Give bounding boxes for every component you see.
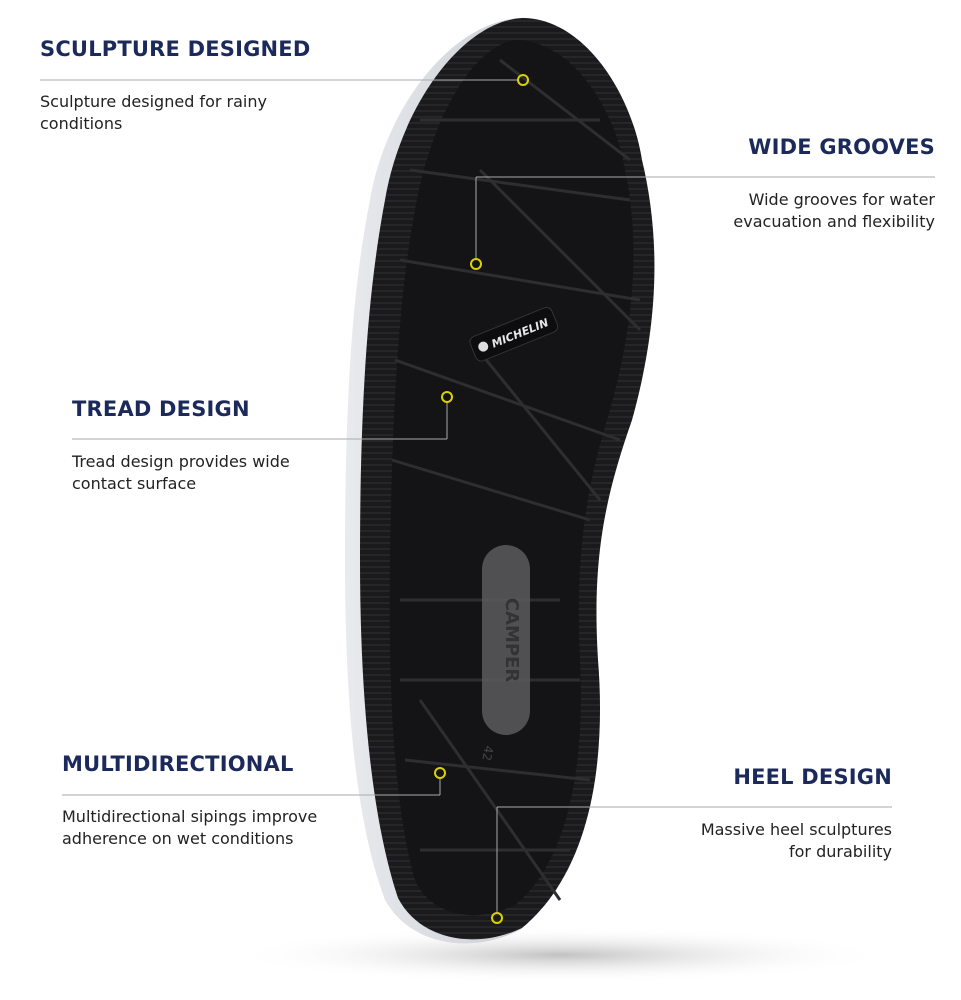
tread-center: [389, 40, 634, 916]
size-marking: 42: [479, 744, 495, 761]
marker-tread-icon[interactable]: [441, 391, 453, 403]
callout-heel: HEEL DESIGN Massive heel sculptures for …: [701, 765, 892, 863]
drop-shadow: [230, 927, 890, 983]
callout-description: Wide grooves for water evacuation and fl…: [733, 190, 935, 231]
callout-tread: TREAD DESIGN Tread design provides wide …: [72, 397, 290, 495]
callout-description: Sculpture designed for rainy conditions: [40, 92, 267, 133]
heel-logo: CAMPER: [501, 598, 522, 683]
callout-description: Tread design provides wide contact surfa…: [72, 452, 290, 493]
marker-wide-grooves-icon[interactable]: [470, 258, 482, 270]
marker-multidirectional-icon[interactable]: [434, 767, 446, 779]
callout-wide-grooves: WIDE GROOVES Wide grooves for water evac…: [733, 135, 935, 233]
leader-lines: [40, 79, 935, 913]
marker-sculpture-icon[interactable]: [517, 74, 529, 86]
callout-description: Massive heel sculptures for durability: [700, 820, 892, 861]
callout-title: HEEL DESIGN: [733, 765, 892, 789]
callout-sculpture: SCULPTURE DESIGNED Sculpture designed fo…: [40, 37, 310, 135]
bibendum-icon: [478, 341, 489, 352]
callout-title: WIDE GROOVES: [748, 135, 935, 159]
heel-logo-plate: [482, 545, 530, 735]
callout-title: TREAD DESIGN: [72, 397, 250, 421]
callout-description: Multidirectional sipings improve adheren…: [62, 807, 318, 848]
callout-title: MULTIDIRECTIONAL: [62, 752, 294, 776]
marker-heel-icon[interactable]: [491, 912, 503, 924]
callout-multidirectional: MULTIDIRECTIONAL Multidirectional siping…: [62, 752, 317, 850]
callout-title: SCULPTURE DESIGNED: [40, 37, 311, 61]
